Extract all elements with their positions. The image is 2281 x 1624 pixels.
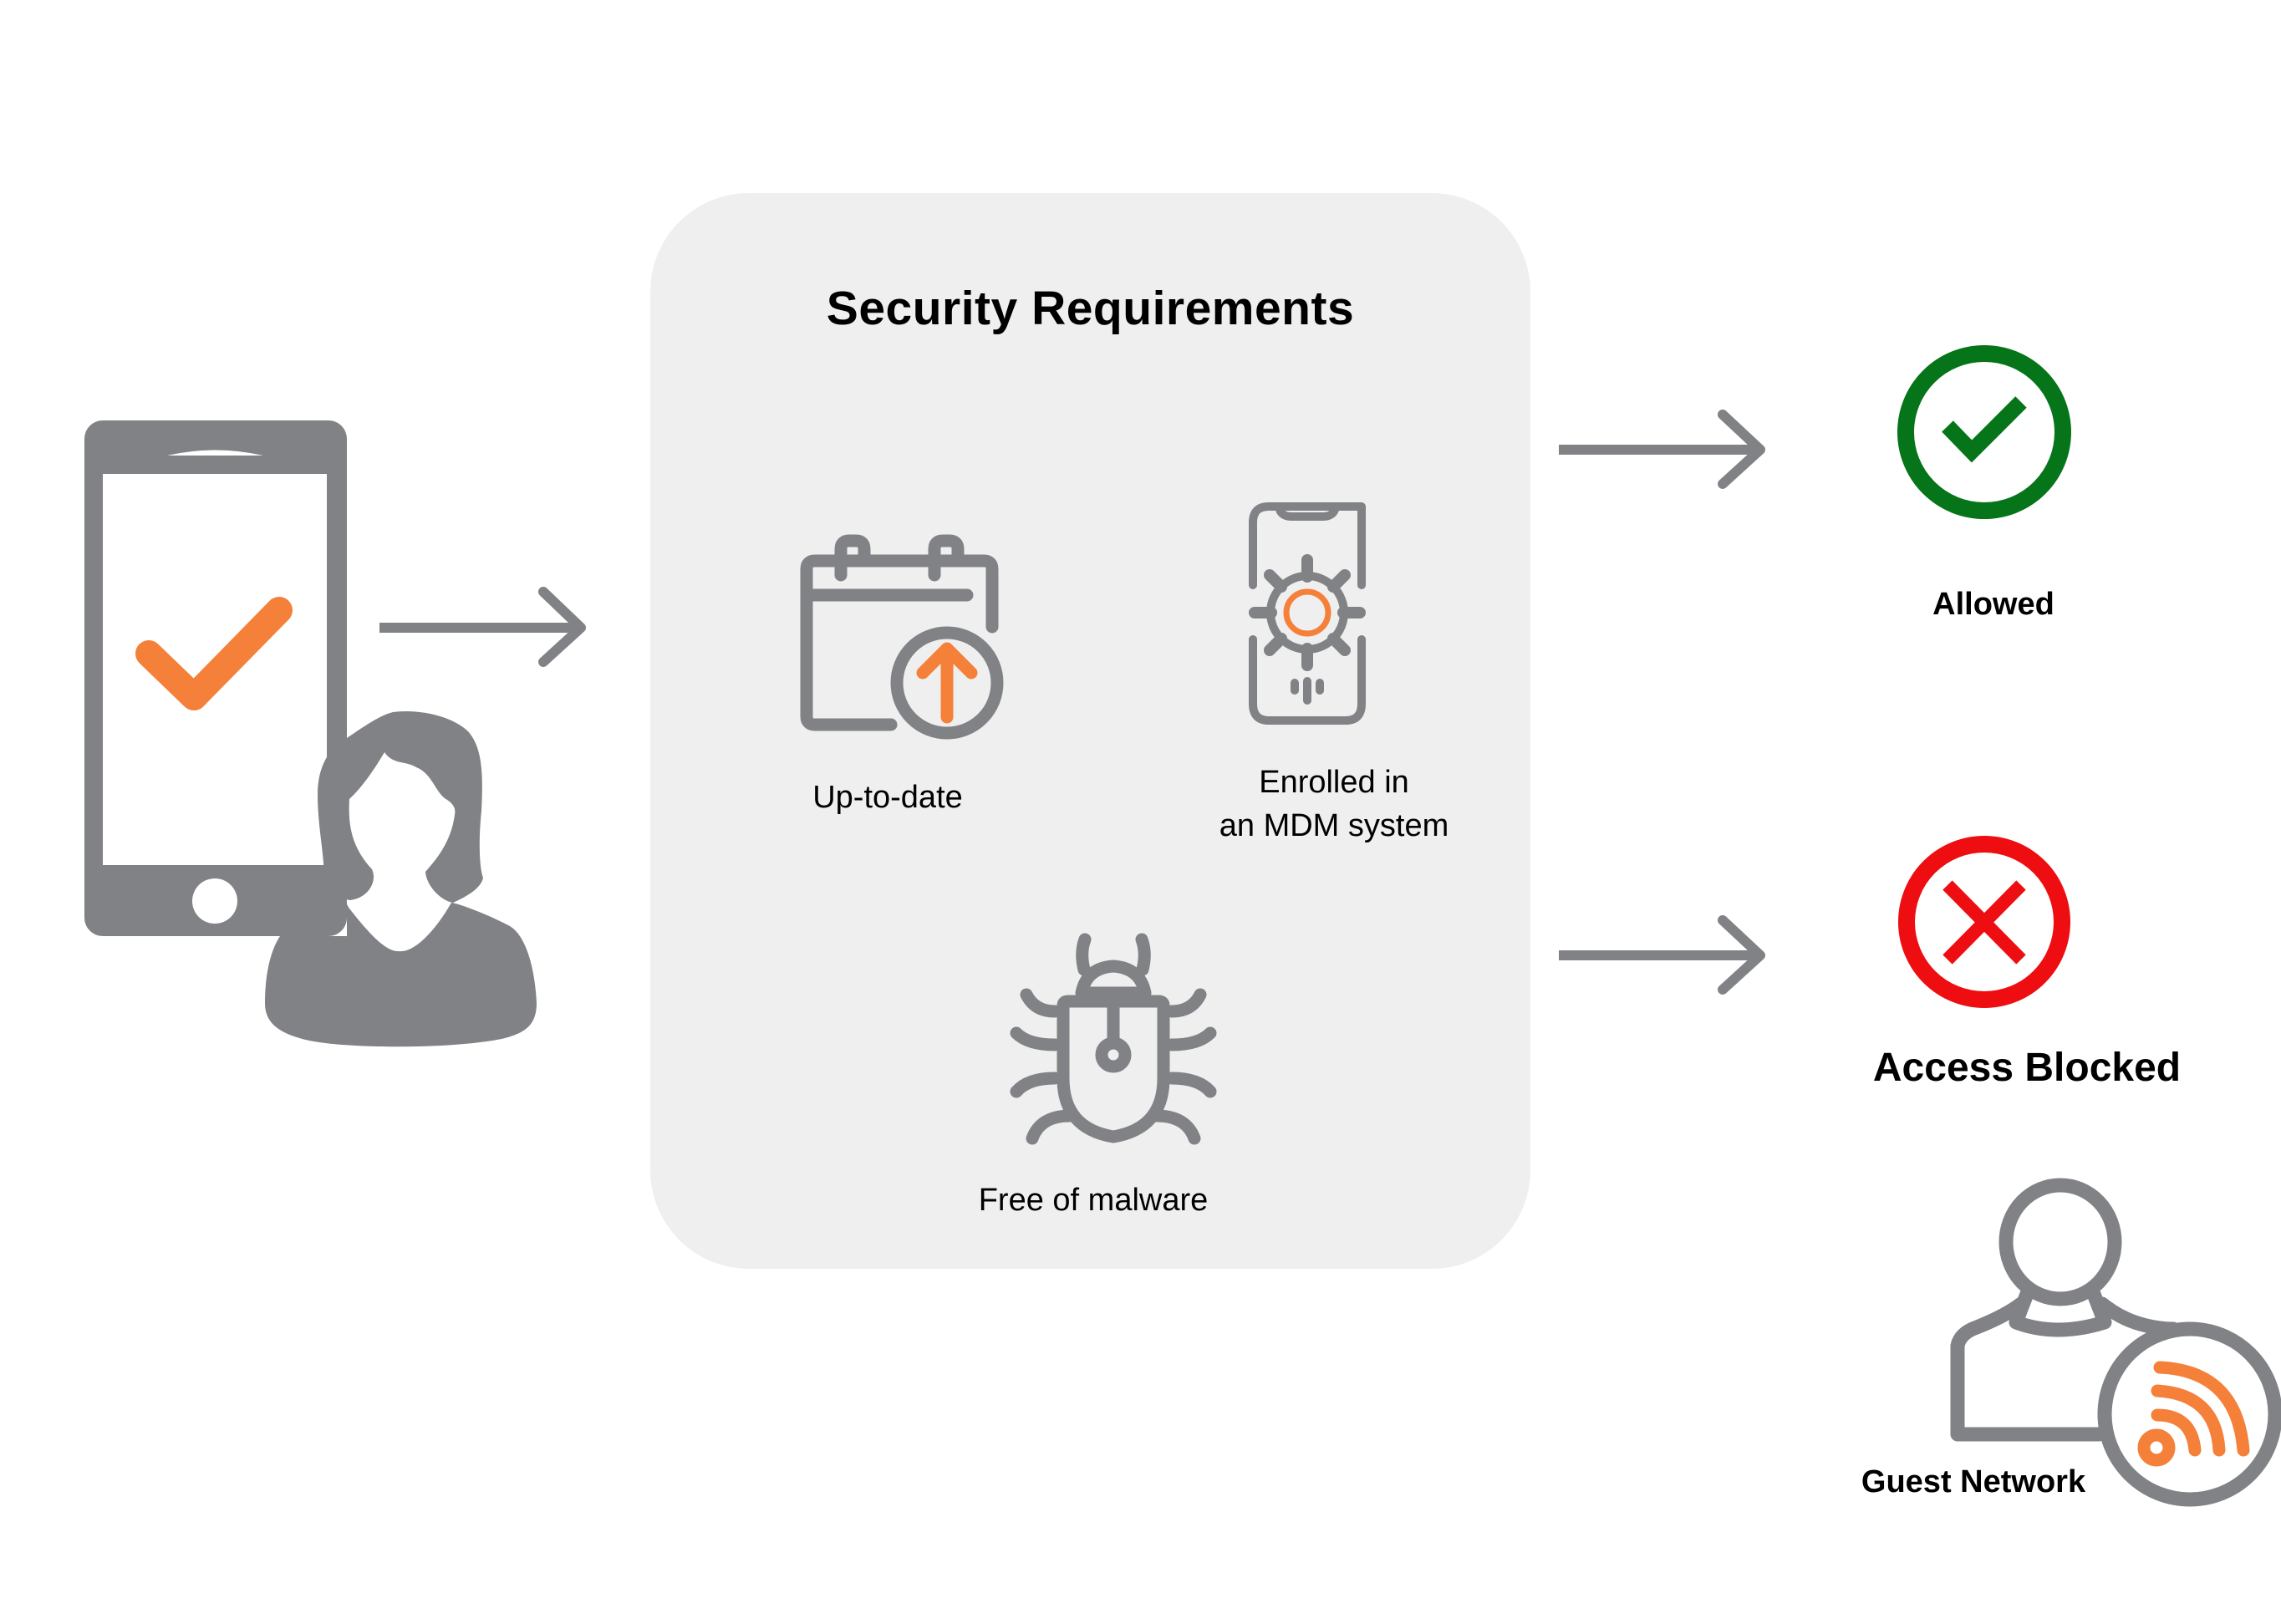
check-circle-icon	[1897, 345, 2071, 519]
allowed-label: Allowed	[1932, 587, 2054, 622]
calendar-update-icon	[800, 534, 1004, 740]
panel-title: Security Requirements	[826, 282, 1355, 335]
access-blocked-label: Access Blocked	[1872, 1046, 2182, 1090]
arrow-to-requirements-icon	[379, 587, 586, 667]
arrow-to-allowed-icon	[1559, 410, 1765, 489]
phone-gear-icon	[1249, 502, 1366, 725]
requirement-label-mdm-line1: Enrolled in	[1259, 765, 1409, 800]
guest-network-label: Guest Network	[1861, 1464, 2086, 1499]
bug-icon	[1010, 933, 1217, 1145]
guest-user-wifi-icon	[1950, 1178, 2281, 1507]
security-requirements-panel	[650, 193, 1530, 1269]
requirement-label-up-to-date: Up-to-date	[812, 780, 963, 815]
requirement-label-mdm-line2: an MDM system	[1219, 808, 1449, 843]
arrow-to-blocked-icon	[1559, 915, 1765, 995]
phone-check-icon	[135, 597, 293, 710]
x-circle-icon	[1898, 836, 2070, 1008]
requirement-label-malware: Free of malware	[978, 1183, 1209, 1218]
woman-user-icon	[265, 710, 537, 1047]
